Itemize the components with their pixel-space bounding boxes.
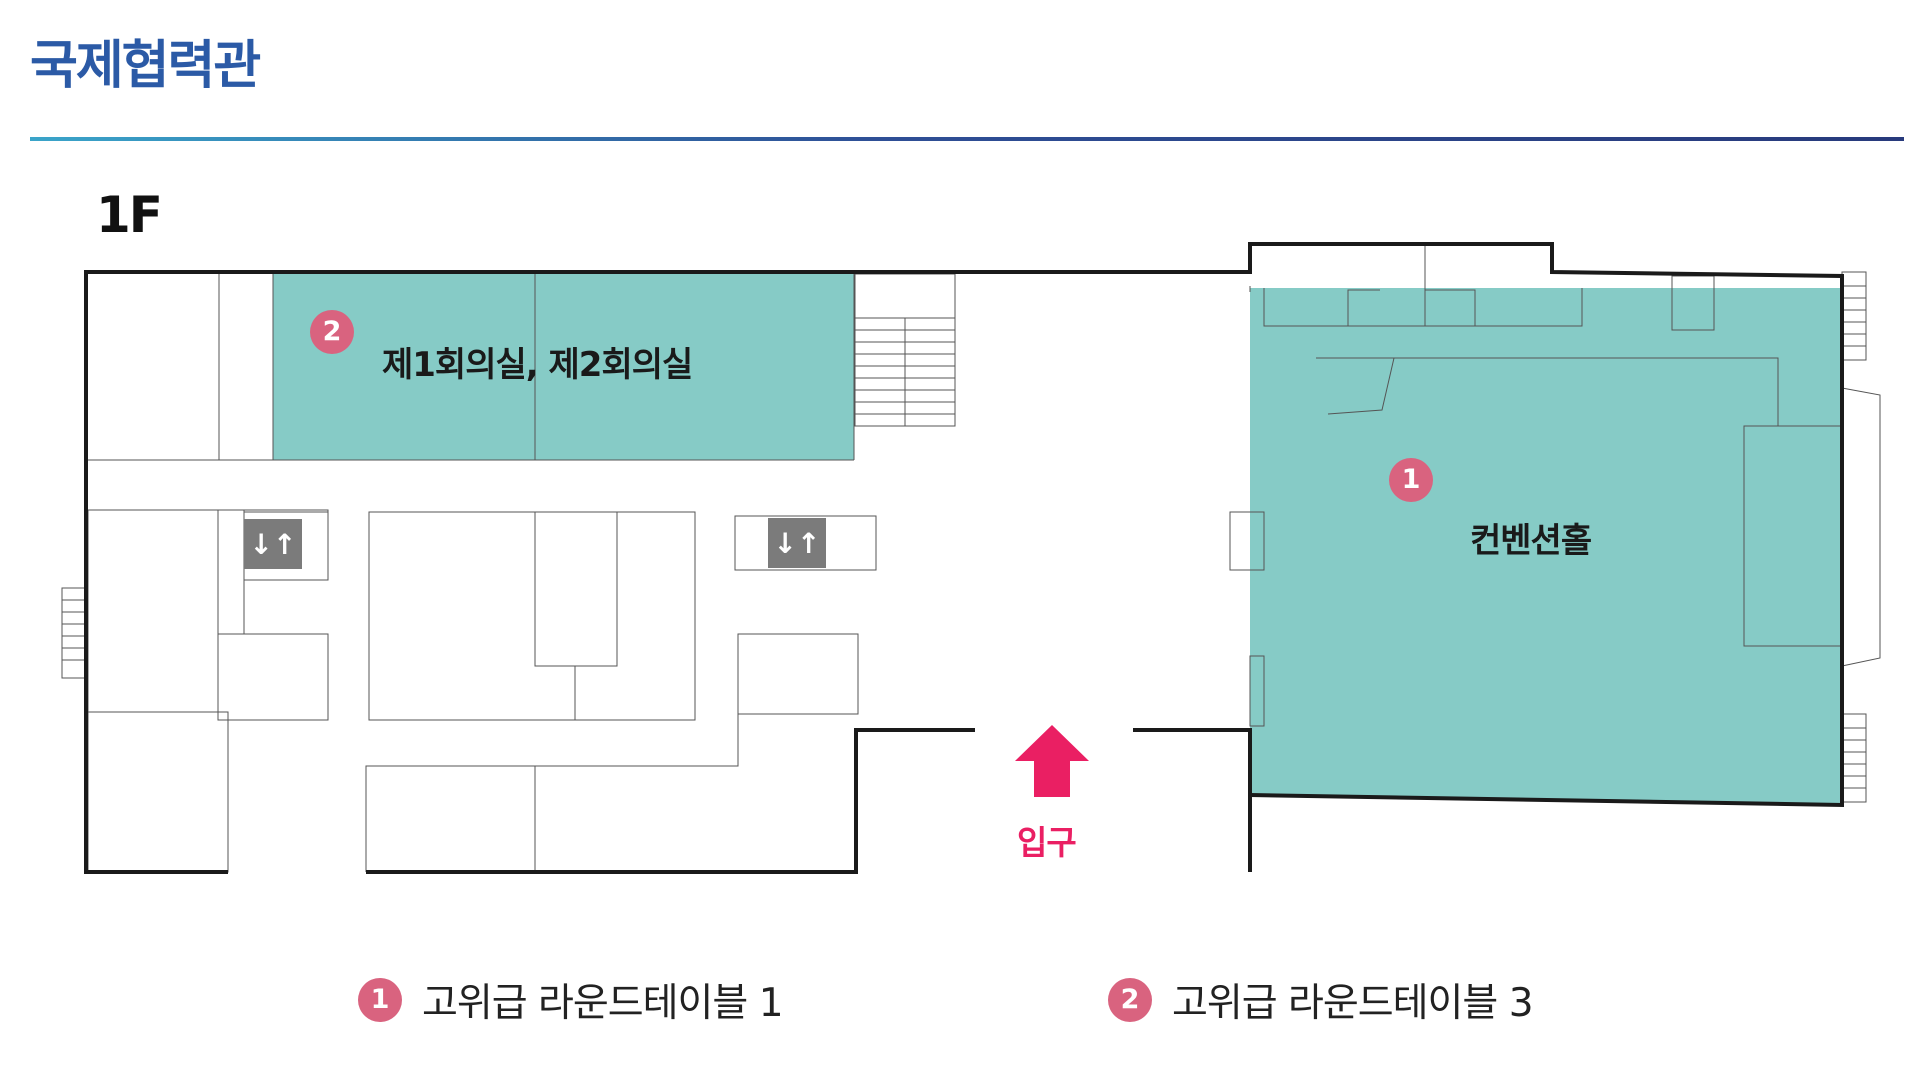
title-divider	[30, 137, 1904, 141]
legend-item: 2 고위급 라운드테이블 3	[1108, 976, 1534, 1026]
legend-text: 고위급 라운드테이블 3	[1172, 981, 1534, 1026]
elevator-updown-icon: ↓↑	[250, 528, 297, 561]
meeting-room-area[interactable]	[273, 274, 854, 460]
exterior-walls	[84, 242, 1844, 874]
legend-text: 고위급 라운드테이블 1	[422, 981, 784, 1026]
convention-hall-label: 컨벤션홀	[1470, 521, 1592, 561]
elevator-updown-icon: ↓↑	[774, 527, 821, 560]
room-number-badge: 1	[1389, 458, 1433, 502]
entrance-label: 입구	[1017, 823, 1077, 862]
legend-number-badge: 1	[358, 978, 402, 1022]
entrance-arrow-icon	[1015, 725, 1089, 797]
page-title: 국제협력관	[30, 36, 261, 96]
legend-number-badge: 2	[1108, 978, 1152, 1022]
convention-hall-area[interactable]	[1250, 288, 1842, 805]
floor-label: 1F	[96, 186, 163, 244]
elevator-right: ↓↑	[734, 515, 877, 571]
meeting-room-label: 제1회의실, 제2회의실	[382, 345, 693, 385]
room-number-badge: 2	[310, 310, 354, 354]
legend-item: 1 고위급 라운드테이블 1	[358, 976, 784, 1026]
elevator-left: ↓↑	[243, 511, 329, 581]
